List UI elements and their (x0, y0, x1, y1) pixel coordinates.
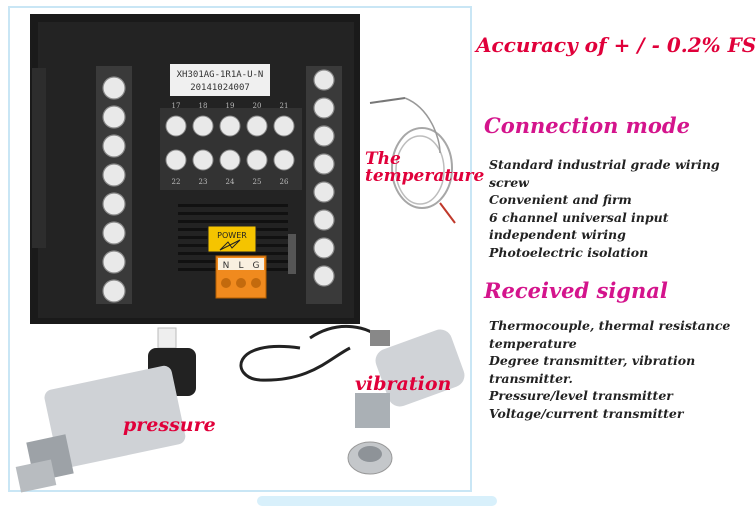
temperature-label-line1: The (365, 149, 401, 169)
serial-label (170, 64, 270, 96)
product-photo: XH301AG-1R1A-U-N 20141024007 (8, 6, 484, 493)
terminal-number: 22 (172, 178, 181, 186)
controller-illustration: XH301AG-1R1A-U-N 20141024007 (15, 14, 465, 493)
terminal-number: 21 (280, 102, 289, 110)
temperature-probe (369, 97, 456, 224)
terminal-letter: G (253, 261, 260, 271)
terminal-number: 25 (253, 178, 262, 186)
pressure-label: pressure (123, 414, 216, 436)
terminal-number: 19 (226, 102, 235, 110)
list-item: Standard industrial grade wiring screw (489, 157, 720, 190)
bottom-decoration-bar (257, 496, 497, 506)
list-item: Pressure/level transmitter (489, 388, 673, 403)
list-item: Convenient and firm (489, 192, 632, 207)
list-item: Degree transmitter, vibration transmitte… (489, 353, 696, 386)
pressure-transmitter (15, 327, 196, 493)
temperature-label-line2: temperature (365, 166, 485, 186)
terminal-number: 17 (172, 102, 181, 110)
list-item: Voltage/current transmitter (489, 405, 684, 421)
terminal-letter: L (238, 261, 243, 271)
terminal-number: 20 (253, 102, 262, 110)
terminal-number: 26 (280, 178, 289, 186)
terminal-number: 18 (199, 102, 208, 110)
list-item: Thermocouple, thermal resistance tempera… (489, 318, 731, 351)
terminal-letter: N (223, 261, 230, 271)
vibration-transmitter (239, 324, 465, 475)
vibration-label: vibration (355, 373, 452, 395)
list-item: Photoelectric isolation (489, 244, 649, 260)
terminal-number: 23 (199, 178, 208, 186)
connection-mode-heading: Connection mode (484, 113, 690, 138)
right-terminal-column (306, 66, 342, 304)
connection-mode-list: Standard industrial grade wiring screw C… (489, 156, 747, 261)
terminal-number: 24 (226, 178, 235, 186)
power-badge-text: POWER (217, 231, 247, 240)
temperature-label: The temperature (365, 151, 484, 185)
list-item: 6 channel universal input independent wi… (489, 209, 669, 243)
serial-line2: 20141024007 (190, 83, 250, 93)
received-signal-heading: Received signal (484, 278, 668, 303)
left-terminal-column (96, 66, 132, 304)
accuracy-headline: Accuracy of + / - 0.2% FS (476, 33, 756, 57)
serial-line1: XH301AG-1R1A-U-N (177, 70, 264, 80)
received-signal-list: Thermocouple, thermal resistance tempera… (489, 317, 747, 422)
middle-terminal-block: 17 18 19 20 21 22 23 24 25 26 (160, 102, 302, 190)
